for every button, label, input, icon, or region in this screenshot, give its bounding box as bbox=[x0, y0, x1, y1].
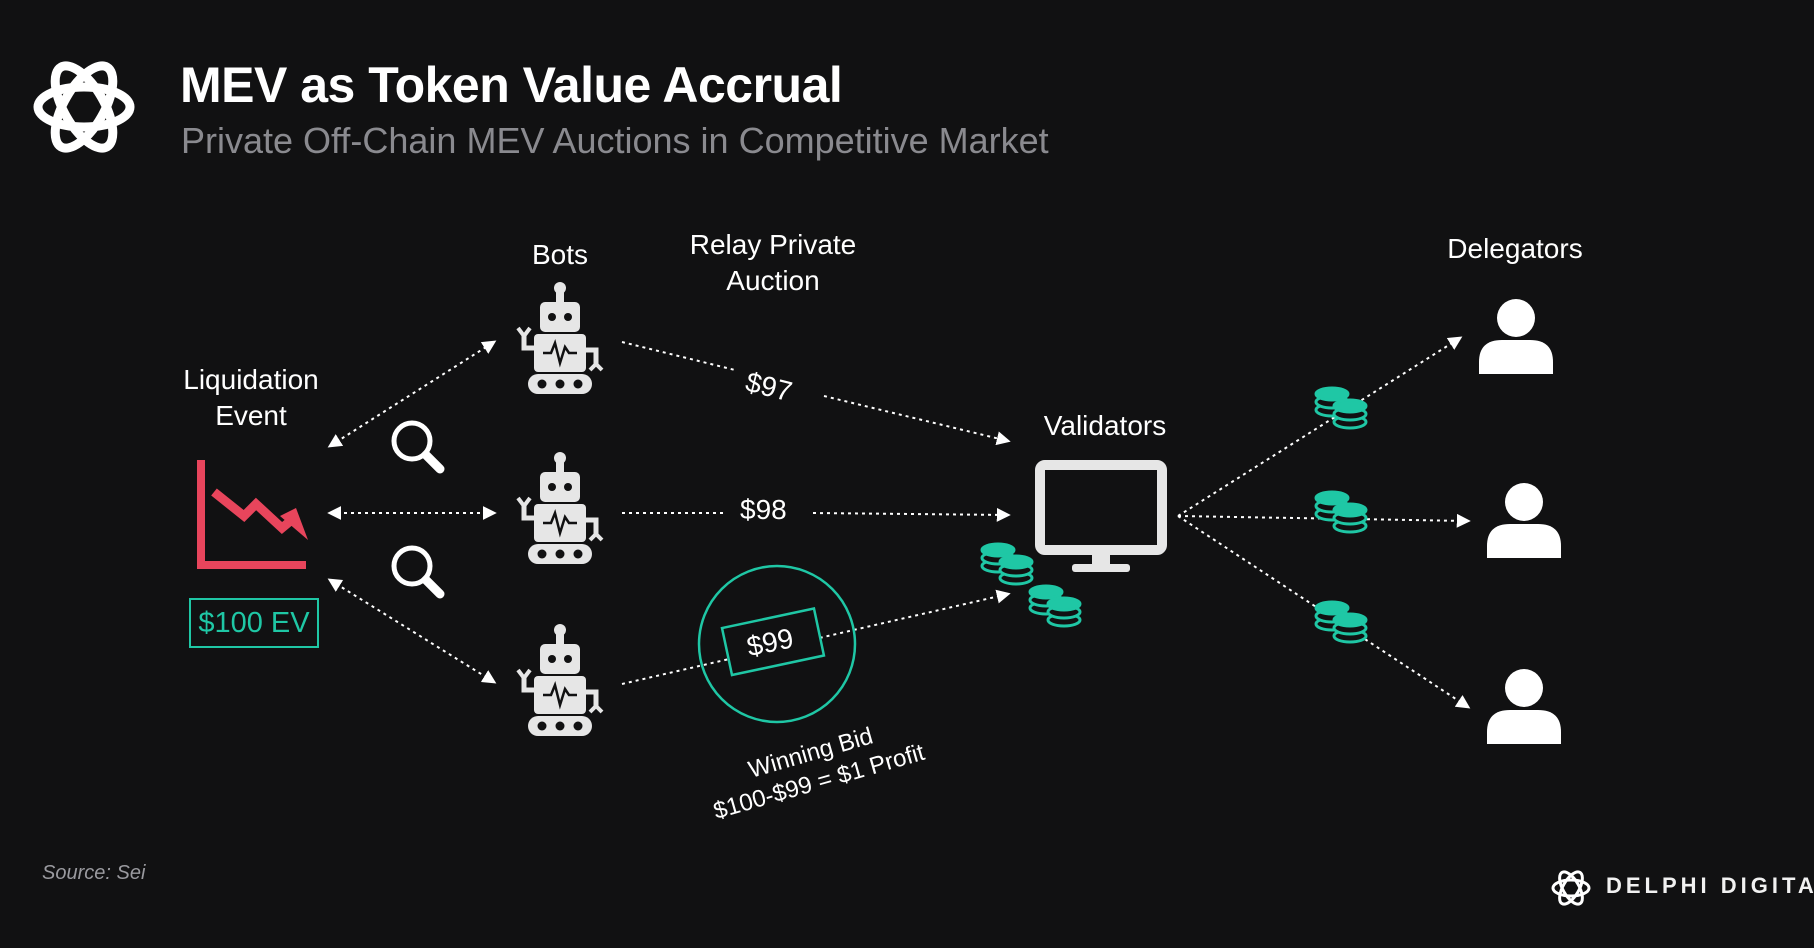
coin-stack-icon bbox=[1316, 492, 1366, 532]
person-icon bbox=[1479, 299, 1553, 374]
person-icon bbox=[1487, 483, 1561, 558]
winning-bid-tag bbox=[720, 607, 826, 677]
brand-logo-icon bbox=[1551, 870, 1591, 906]
magnifier-icon bbox=[394, 423, 440, 469]
arrow-validator-delegator1 bbox=[1177, 336, 1463, 517]
downtrend-chart-icon bbox=[197, 460, 308, 569]
robot-icon bbox=[518, 282, 602, 394]
monitor-icon bbox=[1035, 460, 1167, 572]
page-title: MEV as Token Value Accrual bbox=[180, 57, 843, 113]
liquidation-label-line1: Liquidation bbox=[183, 364, 319, 395]
coin-stack-icon bbox=[1316, 602, 1366, 642]
coin-stack-icon bbox=[1316, 388, 1366, 428]
bid-line-97-b bbox=[823, 395, 1011, 446]
robot-icon bbox=[518, 452, 602, 564]
coin-stack-icon bbox=[982, 544, 1032, 584]
relay-auction-label: Relay Private Auction bbox=[663, 227, 883, 299]
robot-icon bbox=[518, 624, 602, 736]
magnifier-icon bbox=[394, 548, 440, 594]
bid-line-98-b bbox=[812, 507, 1011, 522]
relay-label-line1: Relay Private bbox=[689, 229, 857, 260]
brand-wordmark: DELPHI DIGITAL bbox=[1606, 873, 1814, 898]
bid-line-97-a bbox=[621, 341, 736, 371]
delegators-label: Delegators bbox=[1447, 233, 1583, 264]
validators-label: Validators bbox=[1043, 410, 1167, 441]
arrow-liquidation-bot1 bbox=[327, 340, 497, 448]
arrow-liquidation-bot3 bbox=[327, 578, 497, 684]
arrow-validator-delegator3 bbox=[1177, 515, 1471, 709]
bots-label: Bots bbox=[531, 239, 589, 270]
relay-label-line2: Auction bbox=[726, 265, 820, 296]
person-icon bbox=[1487, 669, 1561, 744]
bid-98-label: $98 bbox=[740, 494, 787, 525]
page-subtitle: Private Off-Chain MEV Auctions in Compet… bbox=[181, 120, 1049, 161]
winning-bid-circle bbox=[697, 564, 857, 724]
liquidation-label-line2: Event bbox=[215, 400, 287, 431]
ev-badge: $100 EV bbox=[189, 598, 319, 648]
liquidation-event-label: Liquidation Event bbox=[173, 362, 329, 434]
source-note: Source: Sei bbox=[42, 862, 146, 884]
flower-knot-logo-icon bbox=[33, 61, 135, 153]
coin-stack-icon bbox=[1030, 586, 1080, 626]
